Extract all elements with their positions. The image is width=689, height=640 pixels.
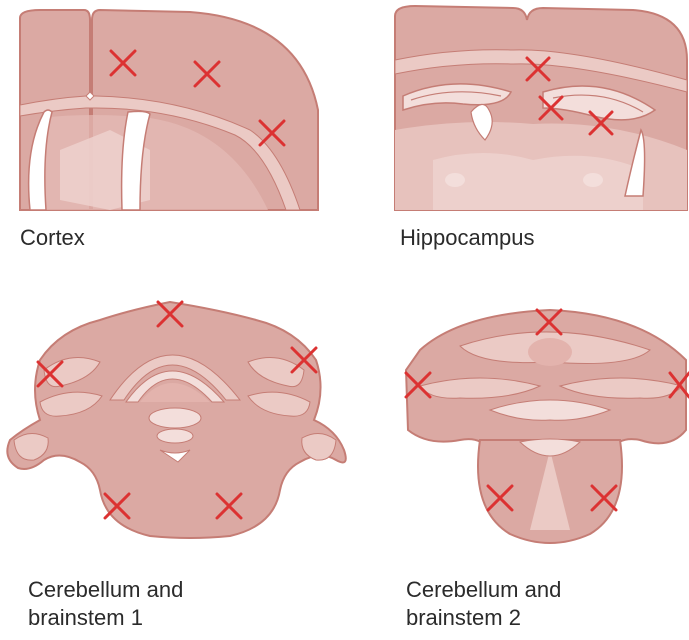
cerebellum-brainstem-1-illustration (0, 290, 350, 560)
caption-line: brainstem 1 (28, 604, 183, 632)
hippocampus-panel (393, 0, 689, 215)
cerebellum-brainstem-1-caption: Cerebellum and brainstem 1 (28, 576, 183, 632)
cerebellum-brainstem-1-panel (0, 290, 350, 560)
caption-line: Cortex (20, 224, 85, 252)
cortex-panel (0, 0, 330, 215)
caption-line: brainstem 2 (406, 604, 561, 632)
hippocampus-caption: Hippocampus (400, 224, 535, 252)
caption-line: Cerebellum and (406, 576, 561, 604)
caption-line: Hippocampus (400, 224, 535, 252)
cerebellum-brainstem-2-panel (400, 290, 689, 560)
cortex-caption: Cortex (20, 224, 85, 252)
cerebellum-brainstem-2-illustration (400, 290, 689, 560)
hippocampus-section-illustration (393, 0, 689, 215)
caption-line: Cerebellum and (28, 576, 183, 604)
cortex-section-illustration (0, 0, 330, 215)
cerebellum-brainstem-2-caption: Cerebellum and brainstem 2 (406, 576, 561, 632)
